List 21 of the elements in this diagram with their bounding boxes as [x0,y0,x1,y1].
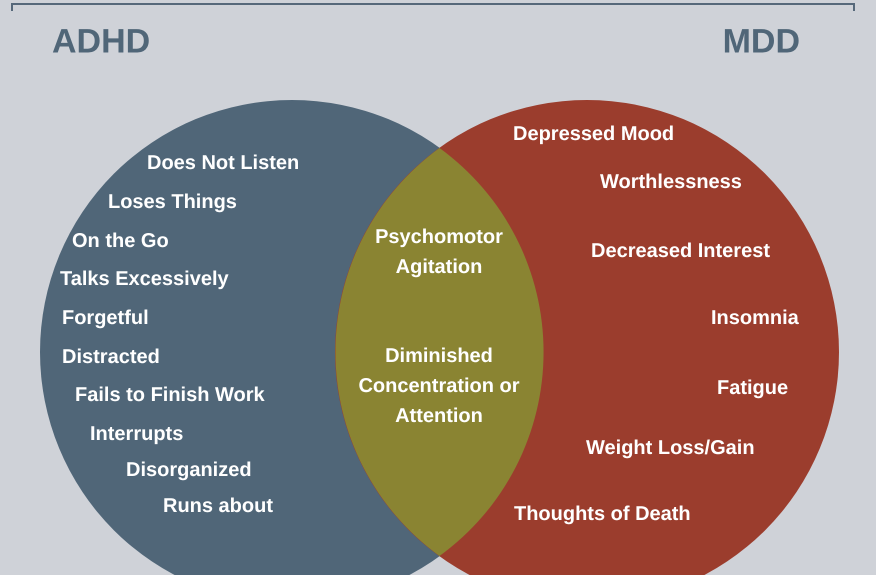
symptom-label: Runs about [163,494,273,519]
symptom-label: Weight Loss/Gain [586,436,755,461]
symptom-label: Does Not Listen [147,151,300,176]
symptom-label: Insomnia [711,306,799,331]
symptom-label: Interrupts [90,422,184,447]
symptom-label: Diminished Concentration or Attention [357,344,521,429]
symptom-label: Talks Excessively [60,267,229,292]
symptom-label: On the Go [72,229,169,254]
symptom-label: Worthlessness [600,170,742,195]
symptom-label: Distracted [62,345,160,370]
symptom-label: Fails to Finish Work [75,383,265,408]
symptom-label: Thoughts of Death [514,502,691,527]
circle-heading: MDD [722,22,800,62]
symptom-label: Disorganized [126,458,252,483]
symptom-label: Forgetful [62,306,149,331]
symptom-label: Depressed Mood [513,122,674,147]
symptom-label: Psychomotor Agitation [374,225,504,280]
symptom-label: Fatigue [717,376,788,401]
circle-heading: ADHD [52,22,150,62]
symptom-label: Decreased Interest [591,239,770,264]
symptom-label: Loses Things [108,190,237,215]
